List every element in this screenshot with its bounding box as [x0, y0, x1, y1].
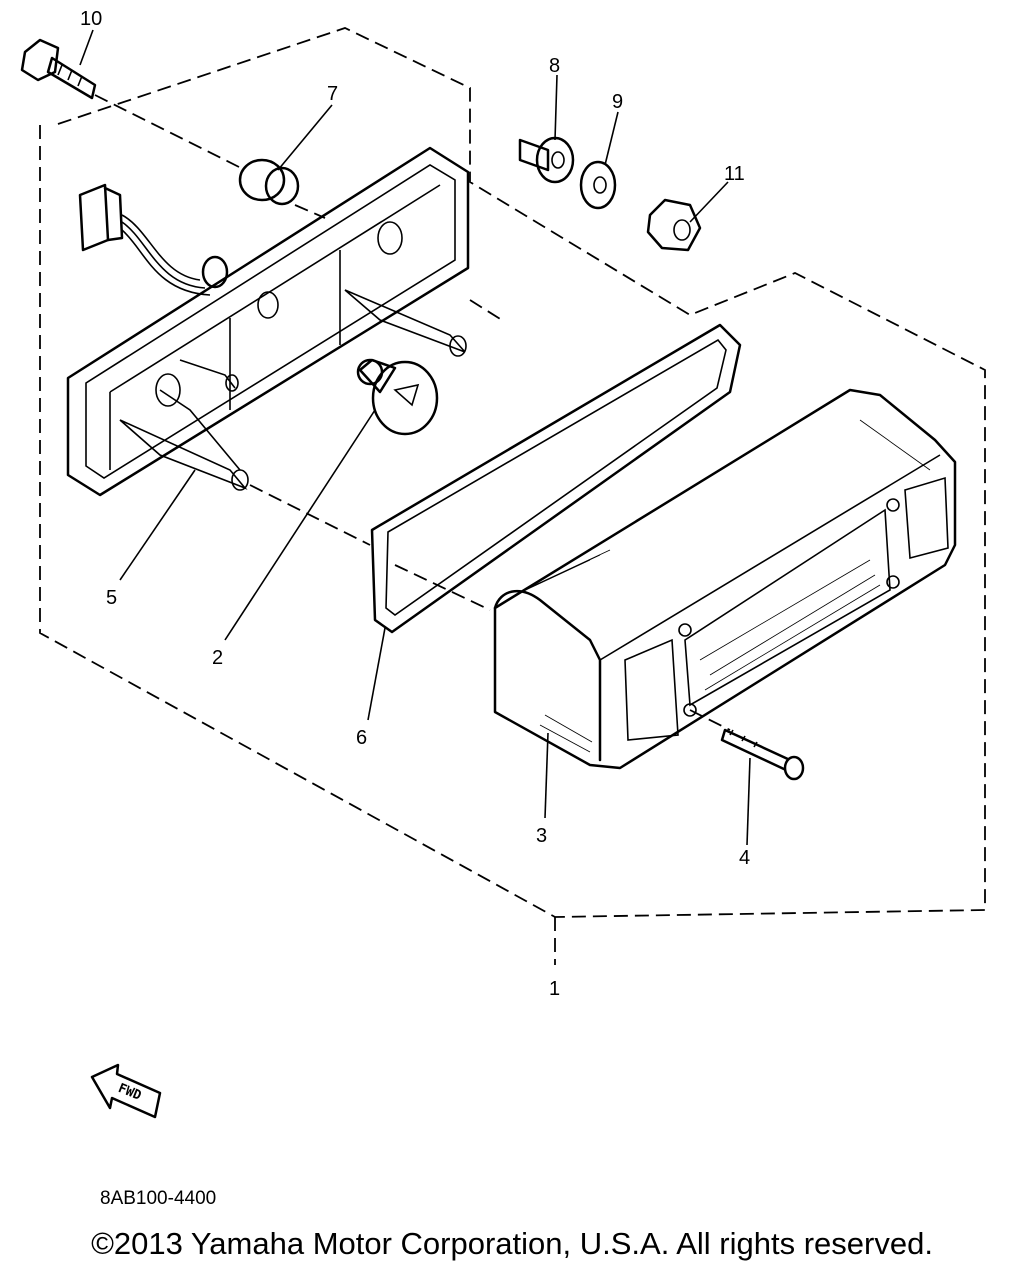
callout-10: 10: [80, 8, 102, 30]
callout-5: 5: [106, 587, 117, 609]
fwd-arrow-icon: FWD: [90, 1063, 162, 1119]
part-8-collar: [518, 136, 575, 184]
callout-3: 3: [536, 825, 547, 847]
diagram-code: 8AB100-4400: [100, 1188, 217, 1209]
part-7-grommet: [238, 158, 300, 206]
callout-11: 11: [724, 163, 745, 185]
callout-7: 7: [327, 83, 338, 105]
wiring-connector: [78, 183, 229, 296]
leader-lines: [79, 29, 751, 846]
part-5-housing-base: [66, 146, 470, 497]
part-4-screw: [720, 728, 805, 781]
assembly-boundary: [39, 27, 986, 918]
part-9-washer: [579, 160, 617, 210]
copyright-notice: ©2013 Yamaha Motor Corporation, U.S.A. A…: [91, 1226, 933, 1261]
callout-1: 1: [549, 978, 560, 1000]
callout-8: 8: [549, 55, 560, 77]
callout-2: 2: [212, 647, 223, 669]
callout-4: 4: [739, 847, 750, 869]
part-2-bulb: [356, 358, 439, 436]
part-6-gasket: [370, 323, 742, 634]
callout-9: 9: [612, 91, 623, 113]
part-3-lens: [493, 388, 957, 770]
part-11-nut: [646, 198, 702, 252]
callout-6: 6: [356, 727, 367, 749]
lens-hatching: [514, 419, 931, 753]
part-10-bolt: [20, 38, 97, 100]
assembly-centerlines: [94, 94, 731, 965]
